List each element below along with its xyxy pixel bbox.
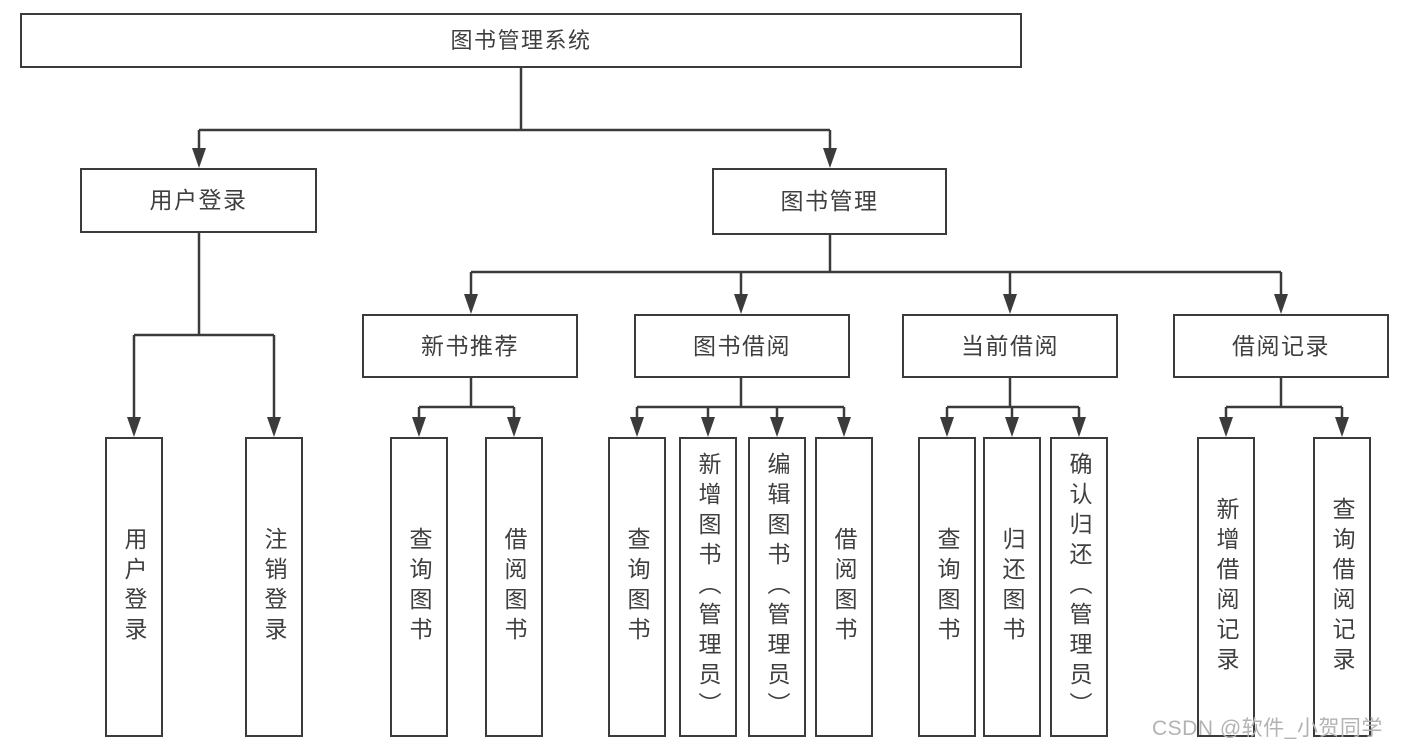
node-borrowing-records: 借阅记录 [1173, 314, 1389, 378]
leaf-nbr-query-books: 查询图书 [390, 437, 448, 737]
leaf-logout: 注销登录 [245, 437, 303, 737]
node-user-login: 用户登录 [80, 168, 317, 233]
leaf-cb-return-books: 归还图书 [983, 437, 1041, 737]
leaf-br-add-record: 新增借阅记录 [1197, 437, 1255, 737]
leaf-bb-query-books: 查询图书 [608, 437, 666, 737]
leaf-br-query-record: 查询借阅记录 [1313, 437, 1371, 737]
node-new-book-recommend: 新书推荐 [362, 314, 578, 378]
arrowheads [127, 148, 1349, 437]
node-book-management: 图书管理 [712, 168, 947, 235]
csdn-watermark: CSDN @软件_小贺同学 [1152, 717, 1383, 740]
leaf-nbr-borrow-books: 借阅图书 [485, 437, 543, 737]
leaf-cb-query-books: 查询图书 [918, 437, 976, 737]
leaf-bb-add-books-admin: 新增图书（管理员） [679, 437, 737, 737]
leaf-bb-edit-books-admin: 编辑图书（管理员） [748, 437, 806, 737]
leaf-bb-borrow-books: 借阅图书 [815, 437, 873, 737]
node-root: 图书管理系统 [20, 13, 1022, 68]
node-current-borrowing: 当前借阅 [902, 314, 1118, 378]
node-book-borrowing: 图书借阅 [634, 314, 850, 378]
leaf-cb-confirm-return-admin: 确认归还（管理员） [1050, 437, 1108, 737]
leaf-user-login: 用户登录 [105, 437, 163, 737]
